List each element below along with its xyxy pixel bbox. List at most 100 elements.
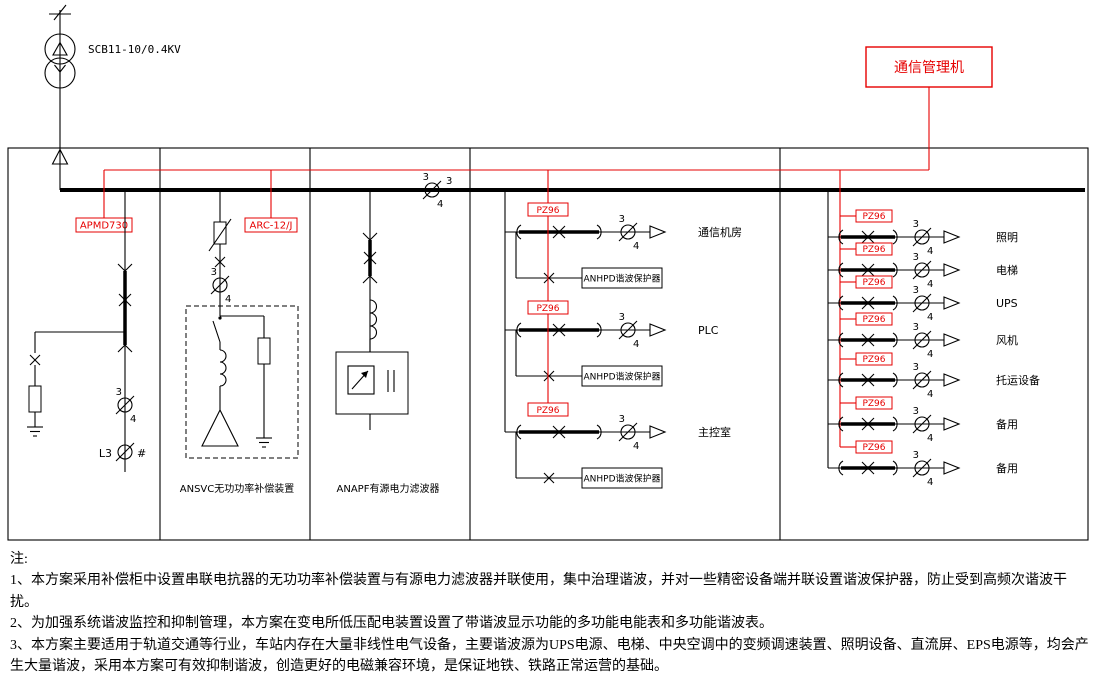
- pz96-label: PZ96: [862, 399, 885, 409]
- ct-count-secondary: 4: [225, 294, 231, 305]
- meter-ct-icon: [117, 444, 133, 460]
- ct-icon: [424, 182, 440, 198]
- contact-icon: [892, 372, 898, 388]
- breaker-icon: [29, 354, 41, 366]
- contact-icon: [838, 416, 844, 432]
- entry-arrow-icon: [51, 148, 69, 165]
- feeder-label: 备用: [996, 461, 1018, 475]
- ct-icon: [914, 460, 930, 476]
- breaker-icon: [214, 256, 226, 268]
- ct-icon: [914, 416, 930, 432]
- ct-icon: [914, 295, 930, 311]
- anhpd-label: ANHPD谐波保护器: [583, 371, 660, 383]
- ct-count-primary: 3: [913, 450, 919, 461]
- comm-manager-label: 通信管理机: [894, 60, 964, 76]
- pz96-meter-box: [855, 352, 893, 366]
- feeder-label: PLC: [698, 324, 719, 337]
- contact-icon: [892, 229, 898, 245]
- arrester-icon: [28, 385, 42, 413]
- ct-icon: [620, 224, 636, 240]
- note-item-2: 2、为加强系统谐波监控和抑制管理，本方案在变电所低压配电装置设置了带谐波显示功能…: [10, 616, 773, 632]
- contact-icon: [838, 332, 844, 348]
- contact-icon: [117, 344, 133, 353]
- ct-count-secondary: 4: [927, 433, 933, 444]
- pz96-label: PZ96: [862, 245, 885, 255]
- ct-icon: [914, 262, 930, 278]
- igbt-module-icon: [361, 371, 368, 378]
- ct-icon: [117, 397, 133, 413]
- feeder-arrow: [943, 373, 961, 387]
- apmd-meter-label: APMD730: [80, 221, 128, 232]
- breaker-icon: [543, 370, 555, 382]
- contact-icon: [892, 460, 898, 476]
- feeder-arrow: [649, 425, 667, 439]
- ct-icon: [914, 372, 930, 388]
- ct-count-primary: 3: [446, 176, 452, 187]
- pz96-label: PZ96: [862, 212, 885, 222]
- breaker-icon: [861, 230, 875, 244]
- contact-icon: [838, 262, 844, 278]
- ct-icon: [912, 370, 932, 390]
- breaker-icon: [861, 263, 875, 277]
- ct-icon: [422, 180, 442, 200]
- source-mark: [53, 4, 67, 21]
- breaker-icon: [543, 272, 555, 284]
- note-item-3: 3、本方案主要适用于轨道交通等行业，车站内存在大量非线性电气设备，主要谐波源为U…: [10, 637, 1089, 675]
- feeder-arrow: [943, 296, 961, 310]
- contact-icon: [596, 224, 602, 240]
- phase-label: L3: [99, 447, 112, 460]
- ct-count-secondary: 4: [633, 441, 639, 452]
- breaker-icon: [861, 461, 875, 475]
- pz96-label: PZ96: [536, 406, 559, 416]
- contact-icon: [892, 295, 898, 311]
- meter-ct-icon: [115, 442, 135, 462]
- ct-count-primary: 3: [423, 172, 429, 183]
- ct-icon: [912, 414, 932, 434]
- feeder-arrow: [943, 263, 961, 277]
- feeder-arrow: [943, 333, 961, 347]
- feeder-arrow: [943, 230, 961, 244]
- pz96-label: PZ96: [862, 315, 885, 325]
- ct-count-primary: 3: [619, 312, 625, 323]
- pz96-meter-box: [855, 396, 893, 410]
- capacitor-bank-icon: [201, 408, 239, 447]
- breaker-icon: [861, 417, 875, 431]
- node-dot: [218, 316, 222, 320]
- ct-icon: [912, 293, 932, 313]
- breaker-icon: [543, 472, 555, 484]
- ct-count-secondary: 4: [633, 241, 639, 252]
- ct-count-secondary: 4: [927, 389, 933, 400]
- feeder-arrow: [943, 461, 961, 475]
- delta-winding-icon: [52, 41, 68, 56]
- switchgear-outline: [7, 147, 1089, 541]
- contact-icon: [838, 460, 844, 476]
- anhpd-box: [581, 467, 663, 489]
- transformer-label: SCB11-10/0.4KV: [88, 43, 181, 56]
- contact-icon: [838, 229, 844, 245]
- resistor-icon: [257, 337, 271, 365]
- ct-icon: [618, 222, 638, 242]
- feeder-label: UPS: [996, 297, 1018, 310]
- ct-count-secondary: 4: [633, 339, 639, 350]
- ct-count-secondary: 4: [927, 312, 933, 323]
- ct-icon: [618, 422, 638, 442]
- ct-icon: [914, 332, 930, 348]
- ct-icon: [210, 275, 230, 295]
- breaker-icon: [552, 323, 566, 337]
- pz96-label: PZ96: [862, 278, 885, 288]
- hash-label: #: [137, 447, 146, 460]
- ct-count-secondary: 4: [927, 477, 933, 488]
- ct-count-primary: 3: [913, 252, 919, 263]
- anhpd-box: [581, 267, 663, 289]
- svc-section-label: ANSVC无功功率补偿装置: [180, 482, 295, 495]
- notes-header: 注:: [10, 552, 28, 567]
- feeder-label: 照明: [996, 231, 1018, 244]
- breaker-icon: [118, 293, 132, 307]
- pz96-meter-box: [855, 275, 893, 289]
- ct-count-secondary: 4: [130, 414, 136, 425]
- breaker-icon: [861, 373, 875, 387]
- breaker-icon: [552, 425, 566, 439]
- wye-winding-icon: [54, 64, 61, 73]
- contact-icon: [838, 295, 844, 311]
- reactor-icon: [369, 299, 378, 340]
